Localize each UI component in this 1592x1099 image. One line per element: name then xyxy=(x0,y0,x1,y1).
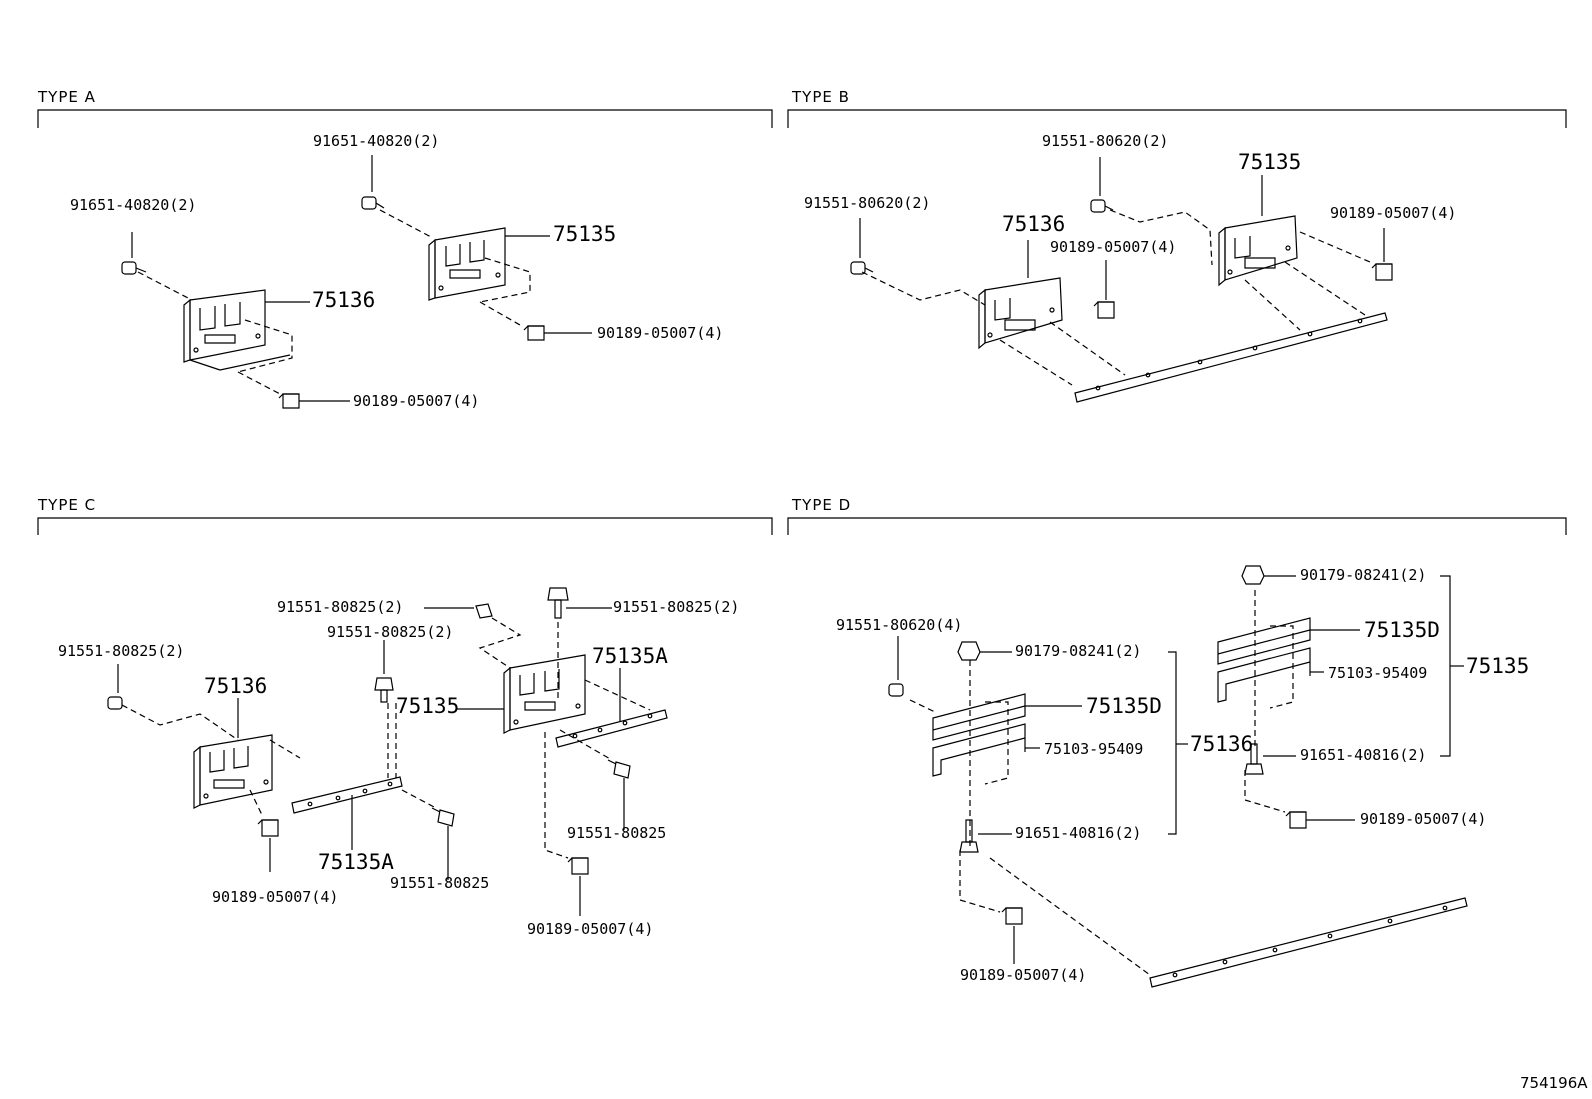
bolt-icon xyxy=(375,640,393,702)
clip-nut-icon xyxy=(524,326,592,340)
bracket-75136-icon xyxy=(184,290,290,370)
part-number-label: 75103-95409 xyxy=(1328,664,1428,682)
part-number-label: 90189-05007(4) xyxy=(527,920,654,938)
clip-nut-icon xyxy=(279,394,350,408)
clip-nut-icon xyxy=(1002,908,1022,964)
section-a-title: TYPE A xyxy=(38,88,96,106)
bolt-icon xyxy=(1245,744,1296,774)
bracket-75135d-icon xyxy=(933,694,1025,740)
bracket-75135d-icon xyxy=(1218,618,1310,664)
section-a-bracket xyxy=(38,110,772,128)
part-number-label: 90189-05007(4) xyxy=(597,324,724,342)
part-number-label: 91551-80825(2) xyxy=(58,642,185,660)
plate-icon xyxy=(556,710,667,747)
bolt-icon xyxy=(851,218,873,274)
part-number-label: 75135 xyxy=(1238,150,1302,174)
part-number-label: 91551-80620(2) xyxy=(804,194,931,212)
part-number-label: 90189-05007(4) xyxy=(1330,204,1457,222)
clip-nut-icon xyxy=(568,858,588,916)
part-number-label: 91551-80620(4) xyxy=(836,616,963,634)
part-number-label: 75103-95409 xyxy=(1044,740,1144,758)
part-number-label: 91551-80825 xyxy=(390,874,490,892)
part-number-label: 91551-80825 xyxy=(567,824,667,842)
clip-nut-icon xyxy=(1372,228,1392,280)
bolt-icon xyxy=(432,808,454,880)
part-number-label: 75135 xyxy=(396,694,460,718)
part-number-label: 75135A xyxy=(592,644,668,668)
part-number-label: 91551-80825(2) xyxy=(277,598,404,616)
part-number-label: 91651-40820(2) xyxy=(70,196,197,214)
bracket-75135-icon xyxy=(504,655,585,733)
part-number-label: 75135 xyxy=(553,222,617,246)
bolt-icon xyxy=(889,636,903,696)
part-number-label: 75136 xyxy=(312,288,376,312)
part-number-label: 91551-80825(2) xyxy=(327,623,454,641)
part-number-label: 90189-05007(4) xyxy=(960,966,1087,984)
part-number-label: 90189-05007(4) xyxy=(353,392,480,410)
bolt-icon xyxy=(1091,157,1113,212)
bolt-icon xyxy=(960,820,1012,852)
bracket-75136-icon xyxy=(979,278,1062,348)
bolt-icon xyxy=(108,664,122,709)
part-number-label: 90189-05007(4) xyxy=(1360,810,1487,828)
part-number-label: 75136 xyxy=(1190,732,1254,756)
part-number-label: 91551-80620(2) xyxy=(1042,132,1169,150)
bolt-icon xyxy=(362,155,384,209)
part-number-label: 75135 xyxy=(1466,654,1530,678)
part-number-label: 75135D xyxy=(1086,694,1162,718)
part-number-label: 91651-40820(2) xyxy=(313,132,440,150)
plate-75103-icon xyxy=(933,724,1025,776)
bolt-icon xyxy=(608,760,630,830)
part-number-label: 75136 xyxy=(204,674,268,698)
bolt-icon xyxy=(424,604,492,618)
bracket-75135-icon xyxy=(1219,216,1297,285)
part-number-label: 91551-80825(2) xyxy=(613,598,740,616)
section-b-bracket xyxy=(788,110,1566,128)
part-number-label: 91651-40816(2) xyxy=(1300,746,1427,764)
plate-75103-icon xyxy=(1218,648,1310,702)
flange-nut-icon xyxy=(958,642,1012,660)
clip-nut-icon xyxy=(258,820,278,872)
bolt-icon xyxy=(548,588,612,618)
section-d-bracket xyxy=(788,518,1566,535)
part-number-label: 91651-40816(2) xyxy=(1015,824,1142,842)
clip-nut-icon xyxy=(1094,260,1114,318)
part-number-label: 75135A xyxy=(318,850,394,874)
part-number-label: 90179-08241(2) xyxy=(1300,566,1427,584)
bracket-75135-icon xyxy=(429,228,505,300)
bracket-75136-icon xyxy=(194,735,272,808)
part-number-label: 75136 xyxy=(1002,212,1066,236)
bolt-icon xyxy=(122,232,146,274)
section-c-title: TYPE C xyxy=(38,496,97,514)
section-c-bracket xyxy=(38,518,772,535)
part-number-label: 90189-05007(4) xyxy=(1050,238,1177,256)
section-b-title: TYPE B xyxy=(792,88,850,106)
plate-icon xyxy=(292,777,402,813)
part-number-label: 90189-05007(4) xyxy=(212,888,339,906)
figure-code: 754196A xyxy=(1520,1074,1588,1092)
rail-icon xyxy=(1150,898,1467,987)
rail-icon xyxy=(1075,313,1387,402)
part-number-label: 75135D xyxy=(1364,618,1440,642)
section-d-title: TYPE D xyxy=(792,496,852,514)
flange-nut-icon xyxy=(1242,566,1296,584)
clip-nut-icon xyxy=(1286,812,1355,828)
part-number-label: 90179-08241(2) xyxy=(1015,642,1142,660)
